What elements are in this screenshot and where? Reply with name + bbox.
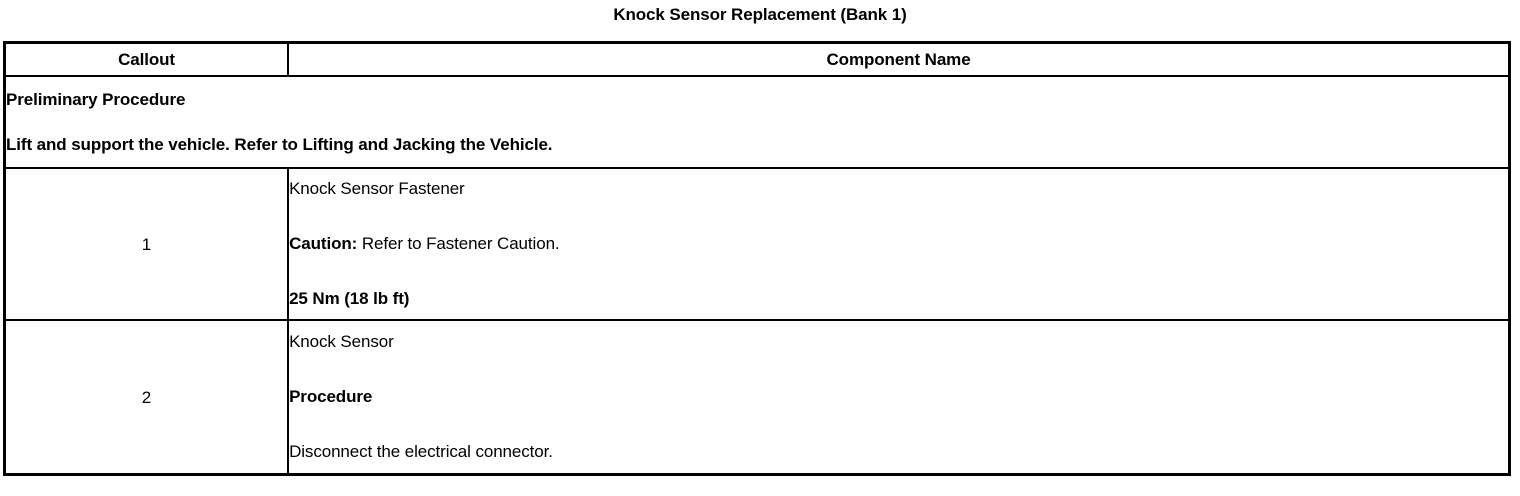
callout-number-1: 1 [3,167,290,321]
table-body: Preliminary Procedure Lift and support t… [3,75,1511,476]
preliminary-procedure-cell: Preliminary Procedure Lift and support t… [3,75,1511,169]
page-title: Knock Sensor Replacement (Bank 1) [613,5,907,24]
table-header-row: Callout Component Name [3,41,1511,77]
table-row-preliminary-procedure: Preliminary Procedure Lift and support t… [3,75,1511,169]
preliminary-procedure-text: Lift and support the vehicle. Refer to L… [6,134,553,154]
component-name-line: Knock Sensor [289,332,394,352]
component-table-container: Callout Component Name Preliminary Proce… [3,41,1511,476]
caution-label: Caution: [289,234,358,254]
caution-line: Caution: Refer to Fastener Caution. [289,235,1508,253]
callout-number-2: 2 [3,319,290,476]
table-header: Callout Component Name [3,41,1511,77]
column-header-callout: Callout [3,41,290,77]
caution-text: Refer to Fastener Caution. [357,234,560,254]
component-description-2: Knock Sensor Procedure Disconnect the el… [287,319,1511,476]
procedure-label: Procedure [289,387,373,407]
table-row: 1 Knock Sensor Fastener Caution: Refer t… [3,167,1511,321]
component-table: Callout Component Name Preliminary Proce… [3,41,1511,476]
component-description-1: Knock Sensor Fastener Caution: Refer to … [287,167,1511,321]
preliminary-procedure-heading: Preliminary Procedure [6,89,186,109]
procedure-step-line: Disconnect the electrical connector. [289,441,553,461]
component-name-line: Knock Sensor Fastener [289,179,465,199]
table-row: 2 Knock Sensor Procedure Disconnect the … [3,319,1511,476]
torque-spec-line: 25 Nm (18 lb ft) [289,288,410,308]
column-header-component-name: Component Name [287,41,1511,77]
